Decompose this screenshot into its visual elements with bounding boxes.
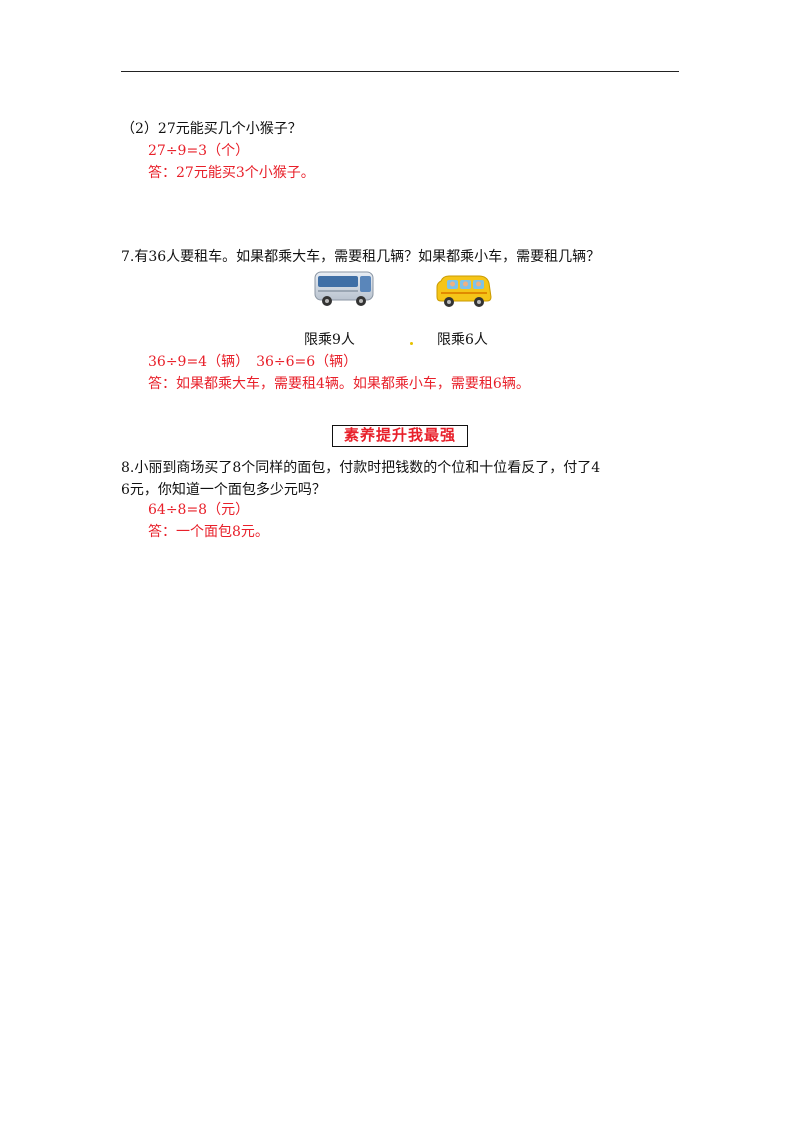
section-title: 素养提升我最强 <box>332 425 468 447</box>
question-8-calc: 64÷8=8（元） <box>148 502 250 518</box>
question-7-answer: 答：如果都乘大车，需要租4辆。如果都乘小车，需要租6辆。 <box>148 376 530 392</box>
question-7-calc: 36÷9=4（辆） 36÷6=6（辆） <box>148 354 358 370</box>
question-2-calc: 27÷9=3（个） <box>148 143 250 159</box>
question-8-text-line-2: 6元，你知道一个面包多少元吗？ <box>121 482 326 498</box>
question-2-answer: 答：27元能买3个小猴子。 <box>148 165 315 181</box>
bus-icon <box>314 271 374 306</box>
question-8-answer: 答：一个面包8元。 <box>148 524 269 540</box>
decorative-dot <box>410 342 413 345</box>
question-2-text: （2）27元能买几个小猴子？ <box>121 121 302 137</box>
question-7-text: 7.有36人要租车。如果都乘大车，需要租几辆？如果都乘小车，需要租几辆？ <box>121 249 601 265</box>
question-8-text-line-1: 8.小丽到商场买了8个同样的面包，付款时把钱数的个位和十位看反了，付了4 <box>121 460 601 476</box>
big-vehicle-caption: 限乘9人 <box>304 332 355 348</box>
small-vehicle-caption: 限乘6人 <box>437 332 488 348</box>
school-van-icon <box>436 275 492 307</box>
header-rule <box>121 71 679 72</box>
